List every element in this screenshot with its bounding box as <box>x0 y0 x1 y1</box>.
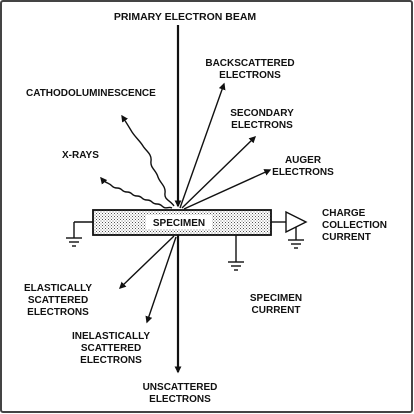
label-backscattered-1: BACKSCATTERED <box>205 58 294 69</box>
auger-arrow <box>183 169 272 210</box>
xrays-wave <box>100 176 173 209</box>
label-specimen-current-2: CURRENT <box>252 305 301 316</box>
label-unscattered-2: ELECTRONS <box>149 394 211 405</box>
label-backscattered-2: ELECTRONS <box>219 70 281 81</box>
label-elastic-2: SCATTERED <box>28 295 88 306</box>
specimen-current-ground-icon <box>228 261 244 271</box>
label-secondary-2: ELECTRONS <box>231 120 293 131</box>
label-auger-2: ELECTRONS <box>272 167 334 178</box>
label-charge-2: COLLECTION <box>322 220 387 231</box>
label-inelastic-1: INELASTICALLY <box>72 331 150 342</box>
inelastic-arrow <box>145 236 177 324</box>
label-charge-3: CURRENT <box>322 232 371 243</box>
label-charge-1: CHARGE <box>322 208 366 219</box>
label-inelastic-3: ELECTRONS <box>80 355 142 366</box>
secondary-arrow <box>181 136 257 209</box>
specimen-label-bg <box>146 215 212 229</box>
label-primary-beam: PRIMARY ELECTRON BEAM <box>114 11 257 23</box>
label-specimen-current-1: SPECIMEN <box>250 293 302 304</box>
label-unscattered-1: UNSCATTERED <box>143 382 218 393</box>
amplifier-ground-icon <box>288 239 304 249</box>
left-ground-icon <box>66 237 82 247</box>
elastic-arrow <box>118 235 175 289</box>
cathodoluminescence-wave <box>121 114 175 207</box>
label-elastic-3: ELECTRONS <box>27 307 89 318</box>
label-cathodoluminescence: CATHODOLUMINESCENCE <box>26 88 156 99</box>
label-inelastic-2: SCATTERED <box>81 343 141 354</box>
label-secondary-1: SECONDARY <box>230 108 294 119</box>
label-elastic-1: ELASTICALLY <box>24 283 92 294</box>
backscattered-arrow <box>179 82 226 209</box>
label-auger-1: AUGER <box>285 155 322 166</box>
specimen-label: SPECIMEN <box>153 218 205 229</box>
label-xrays: X-RAYS <box>62 150 99 161</box>
